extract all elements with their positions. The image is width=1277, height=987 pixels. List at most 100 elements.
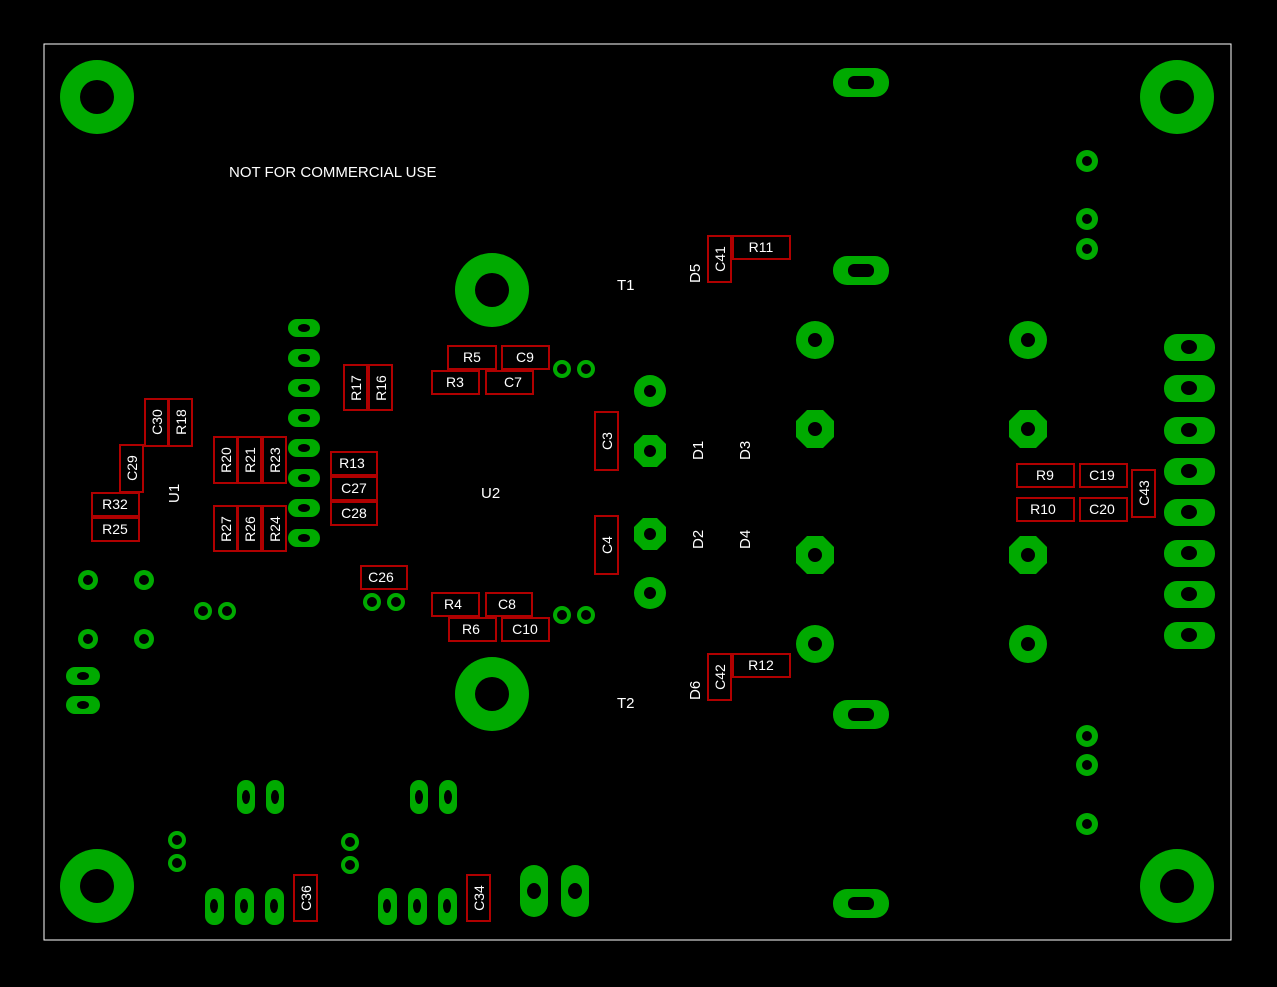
component-r20: R20 (213, 436, 238, 484)
component-label: R26 (242, 516, 258, 542)
component-r6: R6 (448, 617, 497, 642)
component-label: C8 (498, 596, 516, 612)
component-label: R10 (1030, 501, 1056, 517)
component-c41: C41 (707, 235, 732, 283)
component-r16: R16 (368, 364, 393, 411)
component-c27: C27 (330, 476, 378, 501)
mounting-holes (60, 60, 1214, 923)
component-label: R27 (218, 516, 234, 542)
component-r26: R26 (237, 505, 262, 552)
board-outline (43, 43, 1232, 941)
component-label: C26 (368, 569, 394, 585)
component-c4: C4 (594, 515, 619, 575)
component-r23: R23 (262, 436, 287, 484)
component-c20: C20 (1079, 497, 1128, 522)
component-c26: C26 (360, 565, 408, 590)
component-label: C30 (149, 409, 165, 435)
component-r17: R17 (343, 364, 368, 411)
component-r27: R27 (213, 505, 238, 552)
pad-oval (833, 889, 889, 918)
component-label: R25 (102, 521, 128, 537)
component-label: R21 (242, 447, 258, 473)
component-label: C43 (1136, 480, 1152, 506)
components-vertical: R17 R16 C30 R18 C29 R20 R21 R23 R27 R26 … (119, 235, 1156, 922)
component-label: C7 (504, 374, 522, 390)
component-r10: R10 (1016, 497, 1075, 522)
component-r13: R13 (330, 451, 378, 476)
component-label: R9 (1036, 467, 1054, 483)
designator-d6: D6 (687, 681, 704, 700)
component-c3: C3 (594, 411, 619, 471)
component-c8: C8 (485, 592, 533, 617)
component-label: R17 (348, 375, 364, 401)
component-label: R18 (173, 409, 189, 435)
component-label: R4 (444, 596, 462, 612)
designator-u1: U1 (166, 484, 183, 503)
component-r3: R3 (431, 370, 480, 395)
component-label: R5 (463, 349, 481, 365)
pad-oval (833, 68, 889, 97)
component-label: R11 (749, 239, 774, 255)
component-label: R12 (748, 657, 774, 673)
component-c9: C9 (501, 345, 550, 370)
component-c7: C7 (485, 370, 534, 395)
component-c30: C30 (144, 398, 169, 447)
component-c10: C10 (501, 617, 550, 642)
component-label: R23 (267, 447, 283, 473)
component-r4: R4 (431, 592, 480, 617)
component-r25: R25 (91, 517, 140, 542)
component-label: R6 (462, 621, 480, 637)
vertical-pads-bottom (205, 780, 589, 925)
component-label: C4 (599, 536, 615, 554)
mounting-hole-bottom-left (60, 849, 134, 923)
component-label: R32 (102, 496, 128, 512)
oval-pads-right (833, 68, 889, 918)
designator-u2: U2 (481, 485, 500, 502)
component-c29: C29 (119, 444, 144, 493)
designators: U2 T1 T2 U1 D1 D2 D3 D4 D5 D6 (166, 264, 754, 712)
mounting-hole-top-left (60, 60, 134, 134)
pads-left-bottom (66, 667, 100, 714)
round-pads (78, 150, 1098, 874)
component-label: R3 (446, 374, 464, 390)
component-label: C3 (599, 432, 615, 450)
component-r5: R5 (447, 345, 497, 370)
component-c28: C28 (330, 501, 378, 526)
component-label: C27 (341, 480, 367, 496)
component-c43: C43 (1131, 469, 1156, 518)
designator-t2: T2 (617, 695, 635, 712)
component-label: C19 (1089, 467, 1115, 483)
connector-left-column (288, 319, 320, 547)
component-label: C28 (341, 505, 367, 521)
pad-oval (833, 256, 889, 285)
component-label: C34 (471, 885, 487, 911)
component-label: R24 (267, 516, 283, 542)
component-label: C10 (512, 621, 538, 637)
component-c36: C36 (293, 874, 318, 922)
component-r24: R24 (262, 505, 287, 552)
component-label: C29 (124, 455, 140, 481)
connector-right (1164, 334, 1215, 649)
component-label: R13 (339, 455, 365, 471)
component-c19: C19 (1079, 463, 1128, 488)
mounting-hole-t2 (455, 657, 529, 731)
mounting-hole-top-right (1140, 60, 1214, 134)
designator-t1: T1 (617, 277, 635, 294)
component-r12: R12 (732, 653, 791, 678)
component-label: C42 (712, 664, 728, 690)
notice-text: NOT FOR COMMERCIAL USE (229, 164, 437, 181)
component-r32: R32 (91, 492, 140, 517)
component-r11: R11 (732, 235, 791, 260)
mounting-hole-t1 (455, 253, 529, 327)
designator-d4: D4 (737, 530, 754, 549)
mounting-hole-bottom-right (1140, 849, 1214, 923)
component-label: C20 (1089, 501, 1115, 517)
component-r9: R9 (1016, 463, 1075, 488)
designator-d5: D5 (687, 264, 704, 283)
designator-d1: D1 (690, 441, 707, 460)
component-r18: R18 (168, 398, 193, 447)
designator-d2: D2 (690, 530, 707, 549)
pad-oval (833, 700, 889, 729)
